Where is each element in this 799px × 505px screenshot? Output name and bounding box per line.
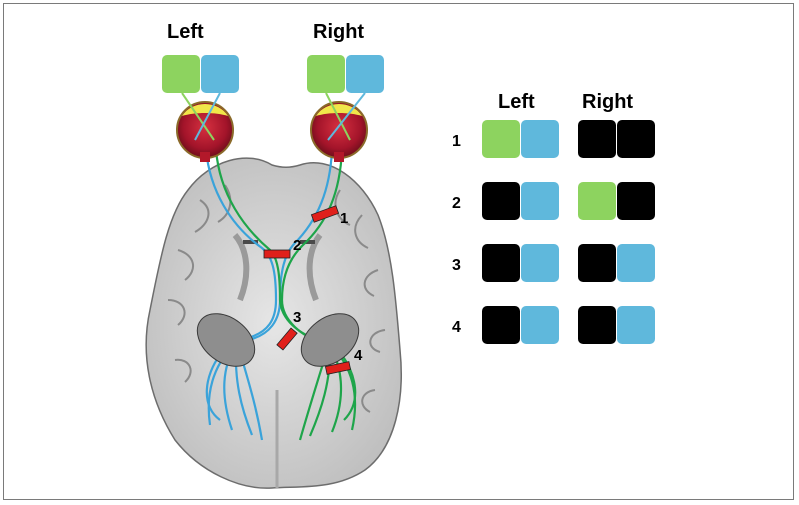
row-4-right-blue-square	[617, 306, 655, 344]
right-eye	[310, 101, 368, 162]
lesion-2	[263, 249, 291, 259]
lesion-label-2: 2	[293, 237, 301, 254]
lesion-label-3: 3	[293, 309, 301, 326]
row-label-4: 4	[452, 319, 461, 336]
lesion-label-4: 4	[354, 347, 363, 364]
lesion-4	[324, 361, 352, 375]
lesion-3	[276, 327, 298, 351]
row-2-left-blue-square	[521, 182, 559, 220]
left-nucleus	[196, 313, 256, 367]
left-field-green-square	[162, 55, 200, 93]
top-label-left: Left	[167, 21, 204, 43]
row-4-right-black-square	[578, 306, 616, 344]
row-3-right-black-square	[578, 244, 616, 282]
right-field-blue-square	[346, 55, 384, 93]
row-label-1: 1	[452, 133, 461, 150]
top-label-right: Right	[313, 21, 364, 43]
table-header-left: Left	[498, 91, 535, 113]
right-field-green-square	[307, 55, 345, 93]
row-1-right-black-square	[617, 120, 655, 158]
row-3-right-blue-square	[617, 244, 655, 282]
row-label-2: 2	[452, 195, 461, 212]
left-eye	[176, 101, 234, 162]
row-2-right-green-square	[578, 182, 616, 220]
row-4-left-blue-square	[521, 306, 559, 344]
field-arrows	[181, 92, 366, 141]
row-3-left-black-square	[482, 244, 520, 282]
row-2-right-black-square	[617, 182, 655, 220]
row-1-left-green-square	[482, 120, 520, 158]
table-header-right: Right	[582, 91, 633, 113]
lesion-1	[310, 205, 340, 223]
row-4-left-black-square	[482, 306, 520, 344]
row-1-right-black-square	[578, 120, 616, 158]
row-1-left-blue-square	[521, 120, 559, 158]
result-table: 1 2 3 4	[452, 120, 655, 344]
row-3-left-blue-square	[521, 244, 559, 282]
left-field-blue-square	[201, 55, 239, 93]
row-2-left-black-square	[482, 182, 520, 220]
figure-frame	[3, 3, 794, 500]
lesion-label-1: 1	[340, 210, 348, 227]
right-nucleus	[300, 313, 360, 367]
row-label-3: 3	[452, 257, 461, 274]
